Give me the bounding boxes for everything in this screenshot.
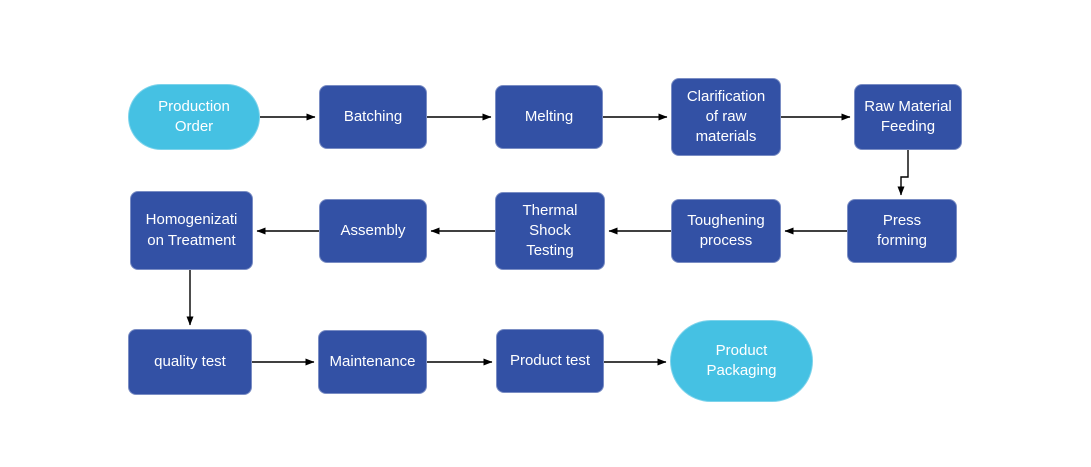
flow-node-product-packaging: Product Packaging	[670, 320, 813, 402]
flow-node-thermal-shock-testing: Thermal Shock Testing	[495, 192, 605, 270]
flow-node-quality-test: quality test	[128, 329, 252, 395]
flow-node-raw-material-feeding: Raw Material Feeding	[854, 84, 962, 150]
flow-node-product-test: Product test	[496, 329, 604, 393]
flow-node-toughening-process: Toughening process	[671, 199, 781, 263]
flow-node-homogenization-treatment: Homogenizati on Treatment	[130, 191, 253, 270]
flow-node-clarification-of-raw-materials: Clarification of raw materials	[671, 78, 781, 156]
flow-node-production-order: Production Order	[128, 84, 260, 150]
flow-node-maintenance: Maintenance	[318, 330, 427, 394]
flow-node-melting: Melting	[495, 85, 603, 149]
flow-node-batching: Batching	[319, 85, 427, 149]
flow-node-press-forming: Press forming	[847, 199, 957, 263]
edge-raw-material-feeding-to-press-forming	[897, 150, 909, 196]
flow-node-assembly: Assembly	[319, 199, 427, 263]
